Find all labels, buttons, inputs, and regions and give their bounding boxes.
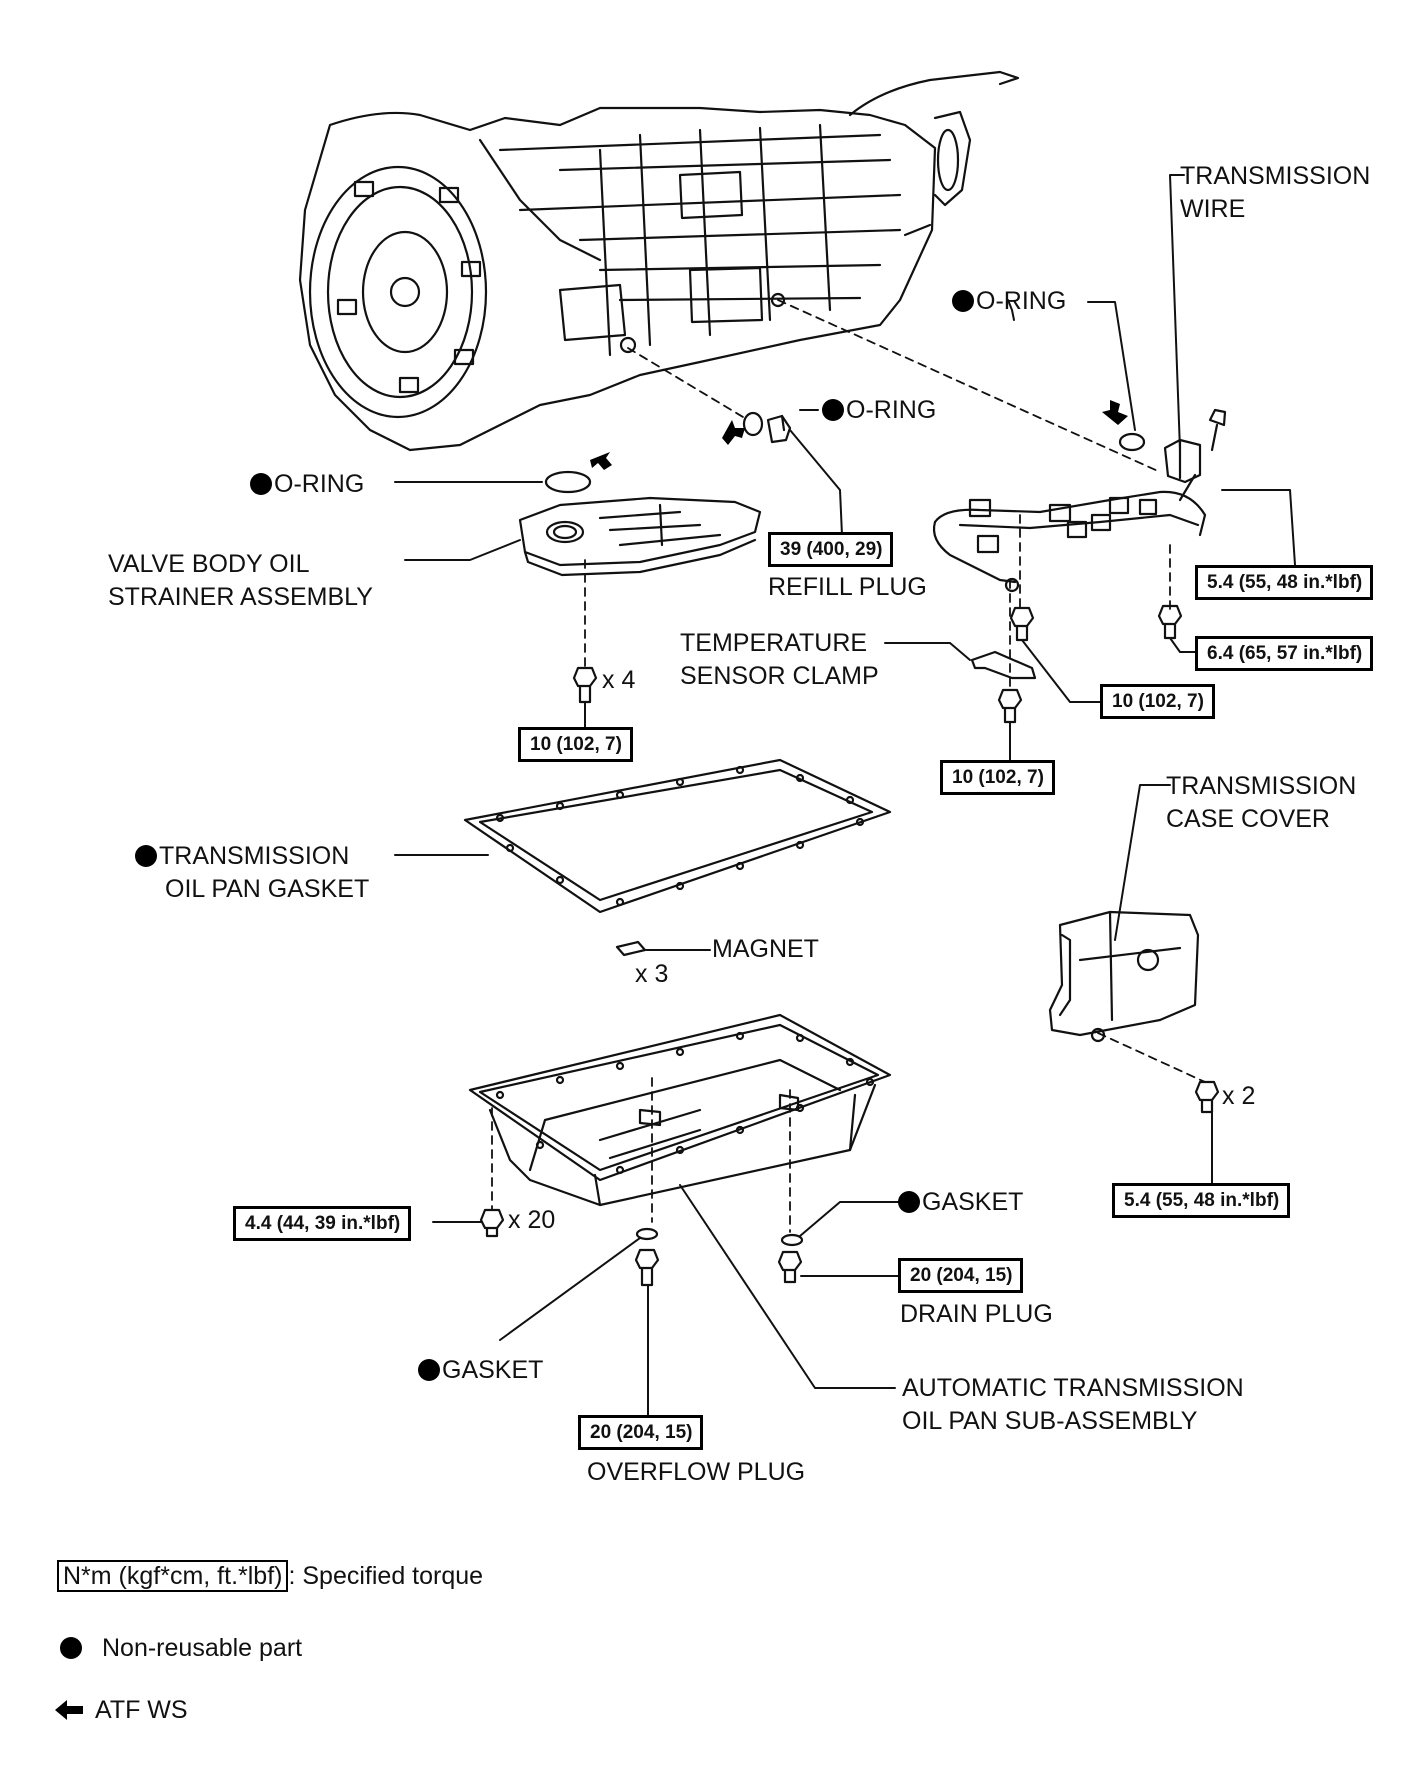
o-ring-left-label: O-RING (250, 468, 364, 501)
torque-wire-clamp-bolt: 10 (102, 7) (1100, 684, 1215, 719)
drain-plug-part (777, 1250, 803, 1284)
non-reusable-icon (250, 473, 272, 495)
magnet-label: MAGNET (712, 935, 819, 963)
bolt-wire-lower (1157, 604, 1183, 640)
torque-strainer-bolt: 10 (102, 7) (518, 727, 633, 762)
legend-atf: ATF WS (55, 1694, 188, 1726)
legend-non-reusable: Non-reusable part (60, 1632, 302, 1664)
overflow-plug-label: OVERFLOW PLUG (587, 1458, 806, 1486)
o-ring-center-part (742, 411, 764, 437)
torque-drain-plug: 20 (204, 15) (898, 1258, 1024, 1293)
valve-body-oil-strainer-part (518, 496, 762, 577)
o-ring-center-label: O-RING (822, 394, 936, 427)
non-reusable-icon (898, 1191, 920, 1213)
legend-torque: N*m (kgf*cm, ft.*lbf): Specified torque (57, 1560, 483, 1592)
alignment-lines (491, 299, 1206, 1233)
temperature-sensor-clamp-part (970, 650, 1037, 680)
torque-case-cover-bolt: 5.4 (55, 48 in.*lbf) (1112, 1183, 1291, 1218)
oil-pan-gasket-label: TRANSMISSION OIL PAN GASKET (135, 840, 369, 906)
leader-lines (394, 174, 1296, 1419)
torque-wire-bolt-lower: 6.4 (65, 57 in.*lbf) (1195, 636, 1374, 671)
bolt-oil-pan (479, 1208, 505, 1238)
bolt-case-cover (1194, 1080, 1220, 1114)
non-reusable-icon (135, 845, 157, 867)
magnet-qty: x 3 (635, 960, 669, 988)
atf-arrow-icon (55, 1700, 83, 1720)
torque-wire-bolt-top: 5.4 (55, 48 in.*lbf) (1195, 565, 1374, 600)
o-ring-upper-right-label: O-RING (952, 285, 1066, 318)
magnet-part (615, 940, 647, 957)
legend-torque-text: : Specified torque (288, 1562, 484, 1590)
atf-arrows (590, 400, 1128, 470)
refill-plug-part (766, 414, 792, 444)
pan-bolt-qty: x 20 (508, 1206, 556, 1234)
transmission-wire-part (932, 408, 1227, 593)
oil-pan-sub-assembly-part (468, 1013, 892, 1207)
torque-overflow-plug: 20 (204, 15) (578, 1415, 704, 1450)
non-reusable-icon (952, 290, 974, 312)
refill-plug-label: REFILL PLUG (768, 573, 927, 601)
oil-pan-gasket-part (463, 758, 892, 914)
overflow-plug-part (634, 1248, 660, 1287)
o-ring-right-part (1118, 432, 1146, 452)
transmission-case-cover-part (1048, 910, 1200, 1043)
torque-sensor-clamp-bolt: 10 (102, 7) (940, 760, 1055, 795)
bolt-sensor-clamp (997, 688, 1023, 724)
gasket-overflow-label: GASKET (418, 1354, 543, 1387)
gasket-drain-part (780, 1233, 804, 1247)
non-reusable-icon (60, 1637, 82, 1659)
non-reusable-icon (418, 1359, 440, 1381)
o-ring-left-part (544, 470, 592, 494)
legend-torque-box: N*m (kgf*cm, ft.*lbf) (57, 1560, 289, 1592)
torque-oil-pan-bolt: 4.4 (44, 39 in.*lbf) (233, 1206, 412, 1241)
transmission-assembly-drawing (298, 70, 1020, 452)
bolt-wire-clamp (1009, 606, 1035, 642)
non-reusable-icon (822, 399, 844, 421)
strainer-bolt-qty: x 4 (602, 666, 636, 694)
torque-refill-plug: 39 (400, 29) (768, 532, 894, 567)
case-cover-bolt-qty: x 2 (1222, 1082, 1256, 1110)
gasket-overflow-part (635, 1227, 659, 1241)
drain-plug-label: DRAIN PLUG (900, 1300, 1053, 1328)
gasket-drain-label: GASKET (898, 1186, 1023, 1219)
bolt-strainer (572, 666, 598, 704)
